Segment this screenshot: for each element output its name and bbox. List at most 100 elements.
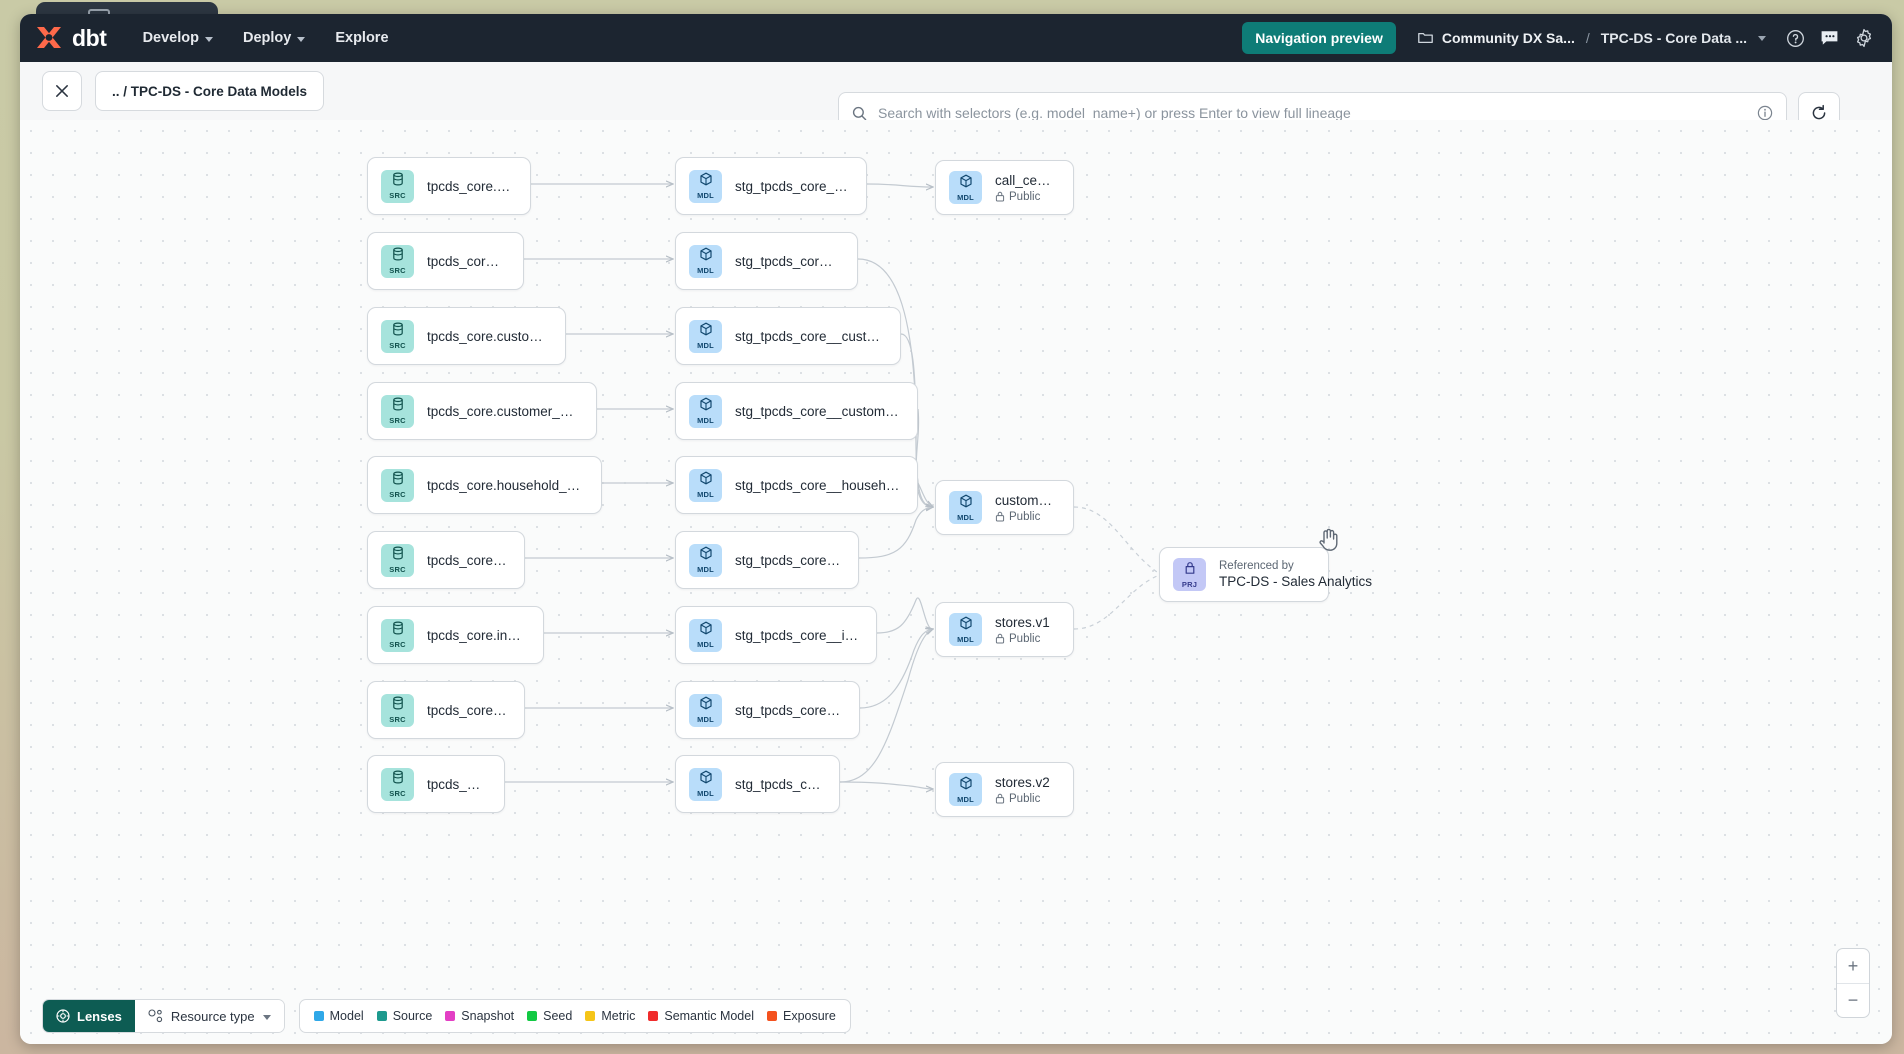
prj-badge-icon: PRJ xyxy=(1173,558,1206,591)
lineage-node-model[interactable]: MDL stg_tpcds_core__household_demogr… xyxy=(675,456,918,514)
gear-icon[interactable] xyxy=(1854,28,1874,48)
refresh-icon xyxy=(1812,104,1826,120)
lenses-label: Lenses xyxy=(77,1008,122,1024)
node-title: tpcds_core.customer xyxy=(427,253,506,269)
node-title: tpcds_core.income_band xyxy=(427,627,526,643)
lineage-toolbar: .. / TPC-DS - Core Data Models xyxy=(20,62,1892,120)
lineage-node-model[interactable]: MDL stg_tpcds_core__inventory xyxy=(675,681,860,739)
nav-item-develop-label: Develop xyxy=(142,30,199,46)
legend-item[interactable]: Metric xyxy=(585,1009,635,1023)
mdl-badge-icon: MDL xyxy=(689,693,722,727)
folder-icon xyxy=(1417,32,1433,44)
navigation-preview-button[interactable]: Navigation preview xyxy=(1242,22,1396,54)
brand-logo[interactable]: dbt xyxy=(34,25,107,52)
src-badge-icon: SRC xyxy=(381,767,414,801)
node-text: stg_tpcds_core__household_demogr… xyxy=(735,478,900,493)
breadcrumb-account[interactable]: Community DX Sa... xyxy=(1441,30,1575,46)
legend-label: Exposure xyxy=(782,1009,836,1023)
src-badge-icon: SRC xyxy=(381,543,414,577)
legend-label: Snapshot xyxy=(461,1009,515,1023)
breadcrumb-project[interactable]: TPC-DS - Core Data ... xyxy=(1600,30,1747,46)
top-navigation-bar: dbt Develop Deploy Explore Navigation pr… xyxy=(20,14,1892,62)
resource-type-label: Resource type xyxy=(170,1008,255,1024)
legend-item[interactable]: Source xyxy=(376,1009,432,1023)
feedback-icon[interactable] xyxy=(1820,29,1839,47)
lineage-node-model[interactable]: MDLstg_tpcds_core__customer_demogra… xyxy=(675,382,918,440)
legend-item[interactable]: Model xyxy=(313,1009,364,1023)
node-text: tpcds_core.store xyxy=(427,777,487,792)
nav-item-explore[interactable]: Explore xyxy=(333,25,390,51)
help-icon[interactable] xyxy=(1786,29,1805,48)
lens-icon xyxy=(56,1009,70,1023)
legend-item[interactable]: Exposure xyxy=(766,1009,836,1023)
zoom-controls: + − xyxy=(1836,948,1870,1018)
node-title: stg_tpcds_core__income_band xyxy=(735,627,859,643)
node-title: tpcds_core.date_dim xyxy=(427,552,507,568)
info-icon[interactable] xyxy=(1757,105,1773,121)
lineage-node-source[interactable]: SRC tpcds_core.date_dim xyxy=(367,531,525,589)
close-button[interactable] xyxy=(42,71,82,111)
chevron-down-icon xyxy=(297,36,306,42)
node-title: stg_tpcds_core__inventory xyxy=(735,702,842,718)
chevron-down-icon[interactable] xyxy=(1758,35,1766,41)
node-text: stg_tpcds_core__customer_address xyxy=(735,329,883,344)
nav-item-develop[interactable]: Develop xyxy=(141,25,215,51)
search-input[interactable] xyxy=(878,105,1746,121)
lenses-button[interactable]: Lenses xyxy=(43,1000,135,1032)
node-text: tpcds_core.inventory xyxy=(427,703,507,718)
node-access-label: Public xyxy=(995,793,1050,805)
nav-item-deploy[interactable]: Deploy xyxy=(241,25,307,51)
node-text: tpcds_core.customer_address xyxy=(427,329,548,344)
legend-swatch xyxy=(376,1011,387,1021)
resource-type-dropdown[interactable]: Resource type xyxy=(134,1000,284,1032)
legend-swatch xyxy=(766,1011,777,1021)
legend-item[interactable]: Semantic Model xyxy=(648,1009,754,1023)
node-text: stg_tpcds_core__customer_demogra… xyxy=(735,404,900,419)
node-title: stg_tpcds_core__date_dim xyxy=(735,552,841,568)
chevron-down-icon xyxy=(204,36,213,42)
node-text: stg_tpcds_core__customer xyxy=(735,254,840,269)
node-text: stg_tpcds_core__call_center xyxy=(735,179,849,194)
lens-controls: Lenses Resource type xyxy=(42,999,285,1033)
zoom-out-button[interactable]: − xyxy=(1837,983,1869,1017)
src-badge-icon: SRC xyxy=(381,319,414,353)
zoom-in-button[interactable]: + xyxy=(1847,955,1859,976)
node-title: tpcds_core.customer_demographics xyxy=(427,403,579,419)
breadcrumb-button[interactable]: .. / TPC-DS - Core Data Models xyxy=(95,71,325,111)
legend-item[interactable]: Snapshot xyxy=(445,1009,514,1023)
node-title: stg_tpcds_core__customer_demogra… xyxy=(735,403,900,419)
resource-type-legend: Model Source Snapshot Seed Metric Semantic Mo… xyxy=(298,999,851,1033)
lineage-node-source[interactable]: SRC tpcds_core.customer_address xyxy=(367,307,566,365)
lock-icon xyxy=(995,633,1005,644)
nav-item-explore-label: Explore xyxy=(335,30,389,46)
legend-label: Metric xyxy=(601,1009,636,1023)
node-access-label: Public xyxy=(995,191,1056,203)
legend-item[interactable]: Seed xyxy=(527,1009,572,1023)
lock-icon xyxy=(995,793,1005,804)
node-title: tpcds_core.customer_address xyxy=(427,328,548,344)
resource-type-icon xyxy=(148,1009,162,1023)
lineage-node-source[interactable]: SRC tpcds_core.store xyxy=(367,755,505,813)
lineage-canvas[interactable]: SRCtpcds_core.call_centerSRCtpcds_core.c… xyxy=(20,120,1892,1044)
mdl-badge-icon: MDL xyxy=(689,468,722,502)
lineage-edges xyxy=(505,120,1158,1044)
node-text: stg_tpcds_core__income_band xyxy=(735,628,859,643)
